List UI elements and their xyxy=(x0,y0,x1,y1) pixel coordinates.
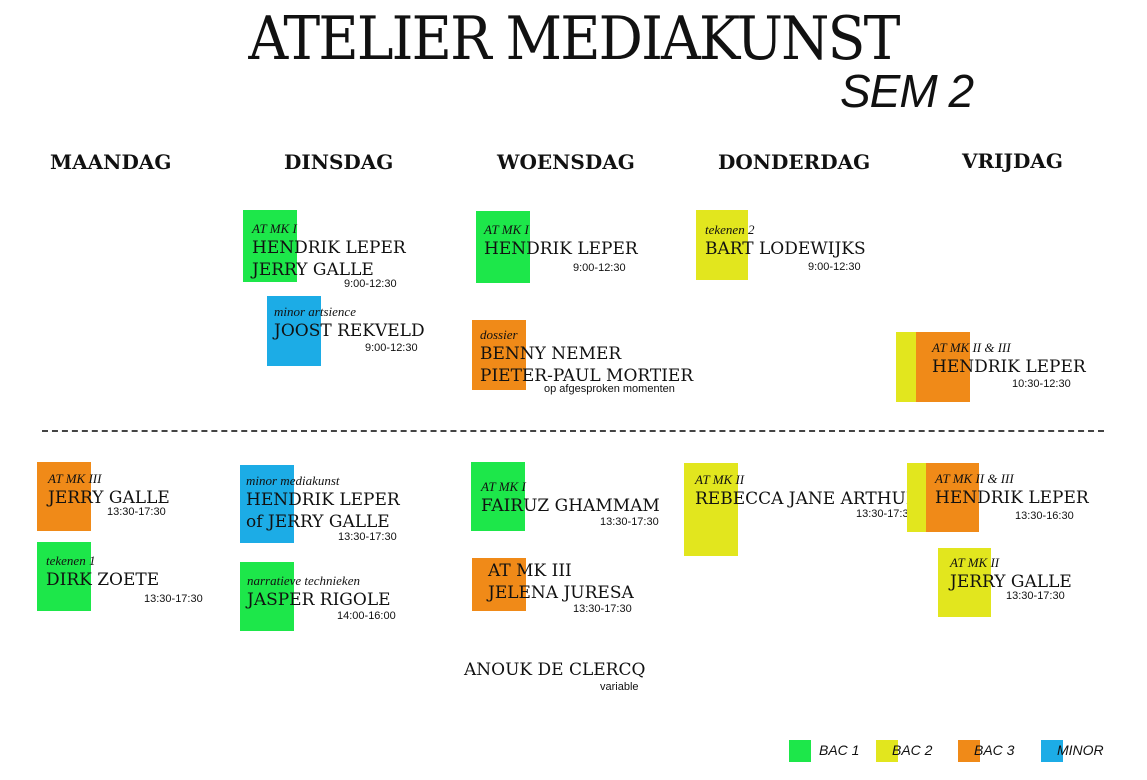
time-label: 10:30-12:30 xyxy=(1012,378,1071,390)
bac1-swatch xyxy=(243,210,297,282)
course-name: AT MK II & III xyxy=(932,340,1011,355)
schedule-entry: AT MK III JERRY GALLE xyxy=(48,472,170,509)
schedule-entry: AT MK I HENDRIK LEPER xyxy=(484,223,638,260)
time-label: 13:30-16:30 xyxy=(1015,510,1074,522)
time-label: 9:00-12:30 xyxy=(344,278,397,290)
teacher-name: ANOUK DE CLERCQ xyxy=(464,660,646,680)
schedule-entry: minor mediakunst HENDRIK LEPER of JERRY … xyxy=(246,474,400,533)
schedule-entry: tekenen 2 BART LODEWIJKS xyxy=(705,223,866,260)
time-label: 13:30-17:30 xyxy=(600,516,659,528)
bac3-swatch xyxy=(37,462,91,531)
day-header-monday: MAANDAG xyxy=(50,150,172,174)
time-label: 13:30-17:30 xyxy=(107,506,166,518)
schedule-entry: dossier BENNY NEMER PIETER-PAUL MORTIER xyxy=(480,328,693,387)
page-subtitle: SEM 2 xyxy=(840,65,974,117)
teacher-name: REBECCA JANE ARTHUR xyxy=(695,489,919,509)
teacher-name: PIETER-PAUL MORTIER xyxy=(480,366,694,386)
teacher-name: JASPER RIGOLE xyxy=(247,590,391,610)
time-label: 9:00-12:30 xyxy=(573,262,626,274)
teacher-name: JERRY GALLE xyxy=(950,572,1072,592)
bac3-swatch xyxy=(916,332,970,402)
teacher-name: HENDRIK LEPER xyxy=(932,357,1086,377)
schedule-entry: AT MK I FAIRUZ GHAMMAM xyxy=(481,480,660,517)
time-label: op afgesproken momenten xyxy=(544,383,675,395)
teacher-name: HENDRIK LEPER xyxy=(484,239,638,259)
teacher-name: DIRK ZOETE xyxy=(46,570,160,590)
schedule-entry: narratieve technieken JASPER RIGOLE xyxy=(247,574,391,611)
bac2-swatch xyxy=(938,548,991,617)
bac1-legend-swatch xyxy=(789,740,811,762)
course-name: dossier xyxy=(480,327,518,342)
bac2-swatch xyxy=(684,463,738,556)
teacher-name: HENDRIK LEPER xyxy=(252,238,406,258)
course-name: minor artsience xyxy=(274,304,356,319)
bac3-swatch xyxy=(472,320,526,390)
bac2-swatch xyxy=(896,332,918,402)
schedule-entry: ANOUK DE CLERCQ xyxy=(464,659,645,681)
bac3-legend-swatch xyxy=(958,740,980,762)
day-header-friday: VRIJDAG xyxy=(962,149,1063,173)
schedule-entry: AT MK II REBECCA JANE ARTHUR xyxy=(695,473,919,510)
schedule-entry: AT MK II JERRY GALLE xyxy=(950,556,1072,593)
legend-label: MINOR xyxy=(1057,742,1104,758)
course-name: AT MK II & III xyxy=(935,471,1014,486)
bac2-swatch xyxy=(907,463,929,532)
bac3-swatch xyxy=(472,558,526,611)
minor-legend-swatch xyxy=(1041,740,1063,762)
course-name: minor mediakunst xyxy=(246,473,340,488)
course-name: AT MK I xyxy=(252,221,297,236)
teacher-name: of JERRY GALLE xyxy=(246,512,390,532)
bac2-legend-swatch xyxy=(876,740,898,762)
legend-label: BAC 2 xyxy=(892,742,933,758)
schedule-entry: AT MK I HENDRIK LEPER JERRY GALLE xyxy=(252,222,406,281)
time-label: 9:00-12:30 xyxy=(365,342,418,354)
schedule-entry: minor artsience JOOST REKVELD xyxy=(274,305,425,342)
teacher-name: JELENA JURESA xyxy=(488,583,634,603)
course-name: narratieve technieken xyxy=(247,573,360,588)
teacher-name: JERRY GALLE xyxy=(48,488,170,508)
day-header-thursday: DONDERDAG xyxy=(718,150,871,174)
bac1-swatch xyxy=(240,562,294,631)
time-label: 13:30-17:30 xyxy=(1006,590,1065,602)
teacher-name: HENDRIK LEPER xyxy=(935,488,1089,508)
day-header-wednesday: WOENSDAG xyxy=(497,150,635,174)
course-name: AT MK III xyxy=(48,471,102,486)
time-label: 13:30-17:30 xyxy=(573,603,632,615)
teacher-name: JERRY GALLE xyxy=(252,260,374,280)
course-name: AT MK I xyxy=(481,479,526,494)
teacher-name: BENNY NEMER xyxy=(480,344,622,364)
teacher-name: HENDRIK LEPER xyxy=(246,490,400,510)
morning-afternoon-divider xyxy=(42,430,1104,432)
course-name: AT MK I xyxy=(484,222,529,237)
time-label: 13:30-17:30 xyxy=(338,531,397,543)
course-name: tekenen 1 xyxy=(46,553,96,568)
bac2-swatch xyxy=(696,210,748,280)
time-label: variable xyxy=(600,681,639,693)
teacher-name: BART LODEWIJKS xyxy=(705,239,866,259)
course-name: AT MK II xyxy=(950,555,1000,570)
legend-label: BAC 3 xyxy=(974,742,1015,758)
schedule-entry: AT MK II & III HENDRIK LEPER xyxy=(935,472,1089,509)
time-label: 9:00-12:30 xyxy=(808,261,861,273)
schedule-entry: AT MK III JELENA JURESA xyxy=(488,560,634,604)
teacher-name: FAIRUZ GHAMMAM xyxy=(481,496,660,516)
page-title: ATELIER MEDIAKUNST xyxy=(248,4,900,74)
time-label: 14:00-16:00 xyxy=(337,610,396,622)
course-name: AT MK III xyxy=(488,561,572,581)
time-label: 13:30-17:30 xyxy=(856,508,915,520)
minor-swatch xyxy=(267,296,321,366)
course-name: AT MK II xyxy=(695,472,745,487)
bac1-swatch xyxy=(37,542,91,611)
minor-swatch xyxy=(240,465,294,543)
teacher-name: JOOST REKVELD xyxy=(274,321,425,341)
course-name: tekenen 2 xyxy=(705,222,755,237)
time-label: 13:30-17:30 xyxy=(144,593,203,605)
day-header-tuesday: DINSDAG xyxy=(284,150,394,174)
schedule-entry: tekenen 1 DIRK ZOETE xyxy=(46,554,159,591)
bac3-swatch xyxy=(926,463,979,532)
bac1-swatch xyxy=(471,462,525,531)
schedule-entry: AT MK II & III HENDRIK LEPER xyxy=(932,341,1086,378)
legend-label: BAC 1 xyxy=(819,742,860,758)
bac1-swatch xyxy=(476,211,530,283)
